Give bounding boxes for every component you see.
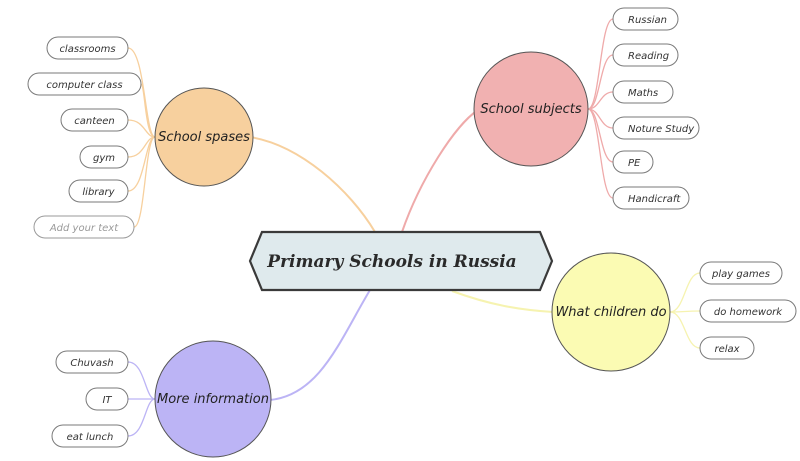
hub-school-subjects-label: School subjects	[480, 102, 581, 117]
svg-text:PE: PE	[628, 158, 641, 169]
leaf-eat-lunch[interactable]: eat lunch	[51, 424, 129, 448]
svg-text:Reading: Reading	[628, 51, 669, 62]
leaf-canteen[interactable]: canteen	[60, 108, 129, 132]
svg-text:gym: gym	[93, 153, 115, 164]
connector-center-to-school-spaces	[249, 136, 376, 233]
center-topic-shape	[248, 230, 554, 292]
svg-text:canteen: canteen	[74, 116, 115, 127]
svg-text:IT: IT	[102, 395, 112, 406]
leaf-pe[interactable]: PE	[612, 150, 654, 174]
school-spaces-connectors	[127, 47, 156, 228]
hub-what-children-do-label: What children do	[555, 305, 666, 320]
more-information-connectors	[127, 361, 156, 437]
svg-text:Russian: Russian	[628, 15, 667, 26]
connector-center-to-more-information	[269, 289, 371, 401]
svg-text:Chuvash: Chuvash	[70, 358, 113, 369]
leaf-play-games[interactable]: play games	[699, 261, 783, 285]
center-topic-node[interactable]: Primary Schools in Russia	[248, 230, 554, 292]
leaf-library[interactable]: library	[68, 179, 129, 203]
what-children-do-connectors	[669, 272, 701, 349]
svg-text:relax: relax	[714, 344, 739, 355]
leaf-maths[interactable]: Maths	[612, 80, 674, 104]
leaf-handicraft[interactable]: Handicraft	[612, 186, 690, 210]
leaf-relax[interactable]: relax	[699, 336, 755, 360]
connector-center-to-school-subjects	[401, 109, 479, 233]
school-subjects-connectors	[587, 18, 614, 199]
leaf-reading[interactable]: Reading	[612, 43, 679, 67]
leaf-noture-study[interactable]: Noture Study	[612, 116, 700, 140]
hub-school-subjects[interactable]: School subjects	[473, 51, 589, 167]
svg-text:computer class: computer class	[46, 80, 122, 91]
svg-text:Add your text: Add your text	[49, 223, 119, 234]
hub-more-information-label: More information	[157, 392, 269, 407]
leaf-computer-class[interactable]: computer class	[27, 72, 142, 96]
leaf-gym[interactable]: gym	[79, 145, 129, 169]
connector-center-to-what-children-do	[451, 290, 554, 313]
svg-text:library: library	[82, 187, 115, 198]
hub-school-spaces[interactable]: School spases	[154, 87, 254, 187]
hub-more-information[interactable]: More information	[154, 340, 272, 458]
leaf-it[interactable]: IT	[85, 387, 129, 411]
hub-school-spaces-label: School spases	[158, 130, 250, 145]
svg-text:classrooms: classrooms	[59, 44, 115, 55]
svg-text:eat lunch: eat lunch	[67, 432, 114, 443]
svg-text:Maths: Maths	[628, 88, 658, 99]
svg-text:do homework: do homework	[714, 307, 783, 318]
svg-text:Handicraft: Handicraft	[628, 194, 681, 205]
leaf-classrooms[interactable]: classrooms	[46, 36, 129, 60]
leaf-russian[interactable]: Russian	[612, 7, 679, 31]
leaf-add-your-text[interactable]: Add your text	[33, 215, 135, 239]
center-topic-title: Primary Schools in Russia	[266, 252, 516, 272]
svg-text:Noture Study: Noture Study	[628, 124, 695, 135]
hub-what-children-do[interactable]: What children do	[551, 252, 671, 372]
svg-text:play games: play games	[711, 269, 770, 280]
leaf-do-homework[interactable]: do homework	[699, 299, 797, 323]
leaf-chuvash[interactable]: Chuvash	[55, 350, 129, 374]
